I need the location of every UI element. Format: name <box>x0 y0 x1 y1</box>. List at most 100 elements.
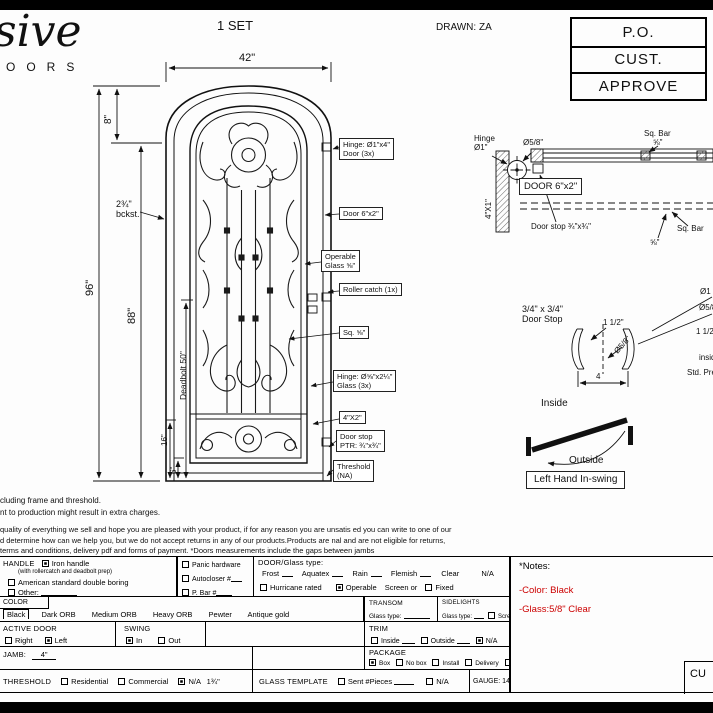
color-option-dark-orb[interactable]: Dark ORB <box>41 610 76 619</box>
trim-inside-blank[interactable] <box>401 636 415 644</box>
threshold-residential-checkbox[interactable] <box>61 678 69 685</box>
template-na-checkbox[interactable] <box>426 678 434 685</box>
template-sent-label: Sent #Pieces <box>347 677 393 686</box>
color-option-black-selected[interactable]: Black <box>3 609 30 619</box>
package-box-checkbox[interactable] <box>369 659 376 666</box>
glass-option-na[interactable]: N/A <box>481 569 494 578</box>
sq-bar-right-size: ⅝" <box>650 238 660 247</box>
iron-handle-checkbox[interactable] <box>41 560 49 567</box>
callout-line: Operable <box>325 252 356 261</box>
autocloser-checkbox[interactable] <box>182 575 189 582</box>
jamb-value[interactable]: 4" <box>32 650 57 660</box>
panic-hardware-checkbox[interactable] <box>182 561 189 568</box>
pbar-checkbox[interactable] <box>182 589 189 596</box>
american-boring-checkbox[interactable] <box>8 579 15 586</box>
threshold-commercial-checkbox[interactable] <box>118 678 126 685</box>
top-letterbox-bar <box>0 0 713 10</box>
package-install-label: Install <box>442 660 460 667</box>
autocloser-blank[interactable] <box>230 574 242 582</box>
callout-line: Glass ⅝" <box>325 261 356 270</box>
form-section-swing: SWING In Out <box>115 621 206 647</box>
callout-threshold: Threshold (NA) <box>333 460 375 482</box>
transom-glass-type-label: Glass type: <box>369 613 402 620</box>
pbar-label: P. Bar # <box>192 590 217 597</box>
threshold-height-value[interactable]: 1¾" <box>206 677 220 686</box>
package-nobox-checkbox[interactable] <box>396 659 404 666</box>
notes-glass-note: -Glass:5/8" Clear <box>519 604 592 615</box>
set-count-label: 1 SET <box>217 18 254 33</box>
threshold-na-checkbox[interactable] <box>178 678 186 685</box>
hurricane-checkbox[interactable] <box>260 584 267 591</box>
handle-other-label: Other: <box>18 588 39 597</box>
dim-deadbolt: Deadbolt 50" <box>178 351 188 400</box>
sq-bar-top-label: Sq. Bar ⅝" <box>644 129 671 148</box>
fixed-checkbox[interactable] <box>425 584 433 591</box>
glass-option-frost[interactable]: Frost <box>262 569 280 578</box>
glass-option-clear-selected[interactable]: Clear <box>440 569 461 578</box>
form-section-sidelights: SIDELIGHTS Glass type:Screen <box>437 596 510 622</box>
glass-blank-1[interactable] <box>282 569 294 577</box>
dia-58-label: Ø5/8" <box>523 138 544 147</box>
color-option-pewter[interactable]: Pewter <box>208 610 232 619</box>
glass-template-title: GLASS TEMPLATE <box>259 677 328 686</box>
glass-blank-3[interactable] <box>370 569 382 577</box>
callout-line: Threshold <box>337 462 371 471</box>
dim-backset-label: bckst. <box>116 208 140 219</box>
swing-out-checkbox[interactable] <box>158 637 166 644</box>
form-section-glass-template: GLASS TEMPLATE Sent #Pieces N/A <box>252 669 470 693</box>
trim-inside-checkbox[interactable] <box>371 637 378 644</box>
disclaimer-line-3: quality of everything we sell and hope y… <box>0 525 452 534</box>
autocloser-label: Autocloser # <box>192 576 231 583</box>
sidelights-glass-type-blank[interactable] <box>474 611 485 619</box>
template-pieces-blank[interactable] <box>394 677 415 685</box>
handle-other-checkbox[interactable] <box>8 589 15 596</box>
glass-option-rain[interactable]: Rain <box>352 569 368 578</box>
threshold-na-label: N/A <box>188 677 201 686</box>
color-option-antique-gold[interactable]: Antique gold <box>247 610 290 619</box>
sidelights-screen-checkbox[interactable] <box>488 612 496 619</box>
swing-outside-label: Outside <box>569 455 604 466</box>
transom-title: TRANSOM <box>369 600 403 607</box>
sq-bar-top-line: ⅝" <box>653 137 663 147</box>
package-delivery-checkbox[interactable] <box>465 659 473 666</box>
pbar-blank[interactable] <box>216 588 233 596</box>
package-title: PACKAGE <box>369 648 407 657</box>
handle-title: HANDLE <box>3 559 35 568</box>
disclaimer-line-5: terms and conditions, delivery pdf and f… <box>0 546 375 555</box>
callout-hinge-door: Hinge: Ø1"x4" Door (3x) <box>339 138 395 160</box>
form-section-package: PACKAGE Box No box Install Delivery LTL <box>364 646 510 670</box>
package-delivery-label: Delivery <box>475 660 499 667</box>
color-option-medium-orb[interactable]: Medium ORB <box>91 610 137 619</box>
glass-blank-4[interactable] <box>420 569 432 577</box>
sidelights-glass-type-label: Glass type: <box>442 614 473 620</box>
dim-kick-6: 6" <box>169 466 178 474</box>
package-ltl-checkbox[interactable] <box>504 659 509 666</box>
transom-glass-type-blank[interactable] <box>403 611 430 619</box>
operable-checkbox[interactable] <box>335 584 343 591</box>
package-install-checkbox[interactable] <box>432 659 440 666</box>
template-sent-checkbox[interactable] <box>337 678 345 685</box>
door-outline <box>165 85 332 482</box>
ironwork-ornament <box>198 122 299 453</box>
glass-option-flemish[interactable]: Flemish <box>390 569 418 578</box>
stop-dim-height: 1 1/2" <box>603 318 624 327</box>
trim-outside-checkbox[interactable] <box>420 637 428 644</box>
drawn-by-label: DRAWN: ZA <box>436 22 492 33</box>
swing-out-label: Out <box>168 636 181 645</box>
swing-in-checkbox[interactable] <box>126 637 133 644</box>
glass-blank-2[interactable] <box>332 569 344 577</box>
active-right-label: Right <box>15 636 33 645</box>
form-section-jamb: JAMB: 4" <box>0 646 253 670</box>
glass-type-title: DOOR/Glass type: <box>258 558 324 567</box>
active-right-checkbox[interactable] <box>5 637 12 644</box>
active-left-checkbox[interactable] <box>44 637 52 644</box>
disclaimer-line-1: cluding frame and threshold. <box>0 496 101 505</box>
callout-line: Sq. ⅝" <box>343 328 366 337</box>
panic-hardware-label: Panic hardware <box>192 562 241 569</box>
handle-other-blank[interactable] <box>40 588 77 596</box>
bottom-letterbox-bar <box>0 702 713 713</box>
trim-outside-blank[interactable] <box>456 636 470 644</box>
glass-option-aquatex[interactable]: Aquatex <box>301 569 330 578</box>
trim-na-checkbox[interactable] <box>475 637 483 644</box>
color-option-heavy-orb[interactable]: Heavy ORB <box>152 610 193 619</box>
